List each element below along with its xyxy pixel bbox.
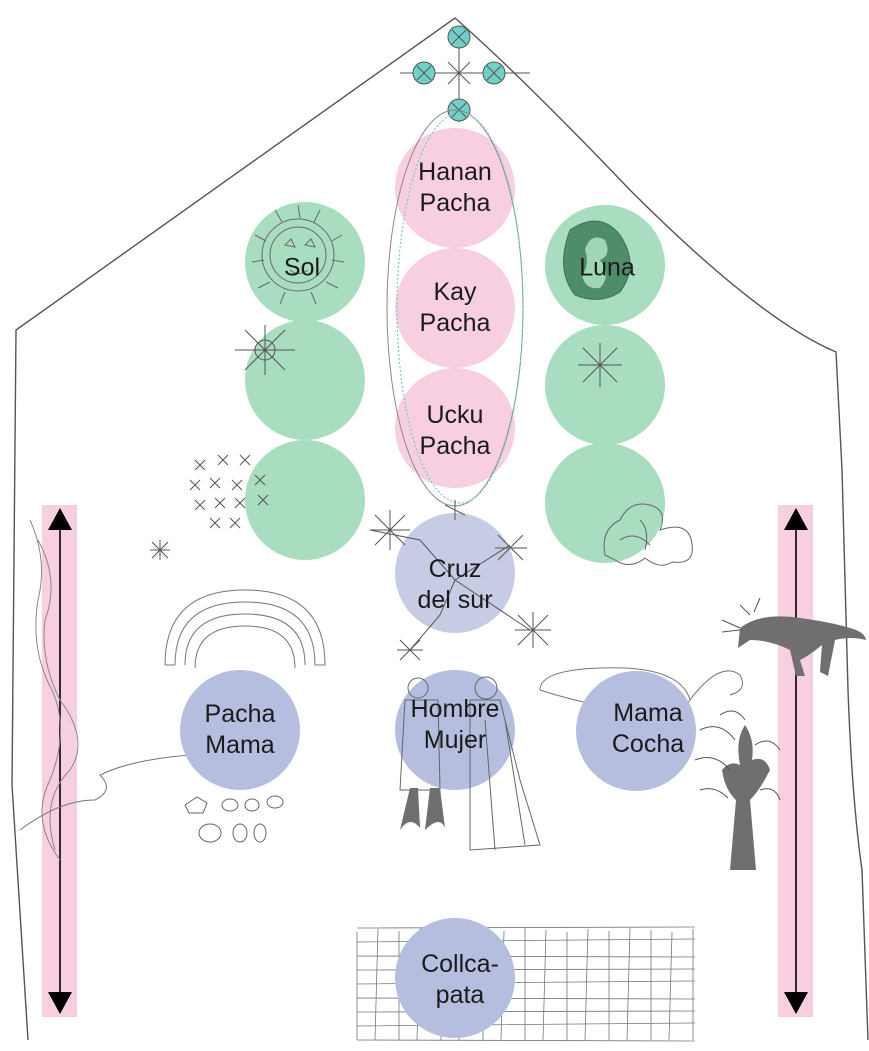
house-outline [11,17,869,1041]
river-sketch [29,519,79,861]
star-icon [235,325,295,375]
top-teal-cross [400,25,530,122]
green-circle-left-3 [245,440,365,560]
ucku-pacha-circle [395,368,515,488]
stones-icon [184,795,284,843]
cruz-del-sur-circle [395,513,515,633]
hanan-pacha-circle [395,128,515,248]
pacha-mama-circle [180,670,300,790]
star-cluster-icon [150,454,269,560]
moon-face-icon [563,220,631,300]
green-circle-right-3 [545,443,665,563]
constellation-icon [369,500,551,661]
sol-circle [245,202,365,322]
kay-pacha-circle [395,248,515,368]
sun-face-icon [251,204,345,305]
pacha-teal-ellipse [396,112,524,504]
left-axis-bar [42,505,77,1017]
right-axis-bar [778,505,813,1017]
star-icon-right [578,343,622,387]
green-circle-right-2 [545,325,665,445]
green-circle-left-2 [245,320,365,440]
collcapata-circle [395,918,515,1038]
tree-icon [694,710,781,870]
rainbow-icon [164,589,326,669]
feline-icon [721,597,866,676]
mama-cocha-circle [576,671,696,791]
feet-icon [400,788,445,830]
river-to-pachamama [19,754,191,831]
plant-sketch-icon [603,503,693,566]
